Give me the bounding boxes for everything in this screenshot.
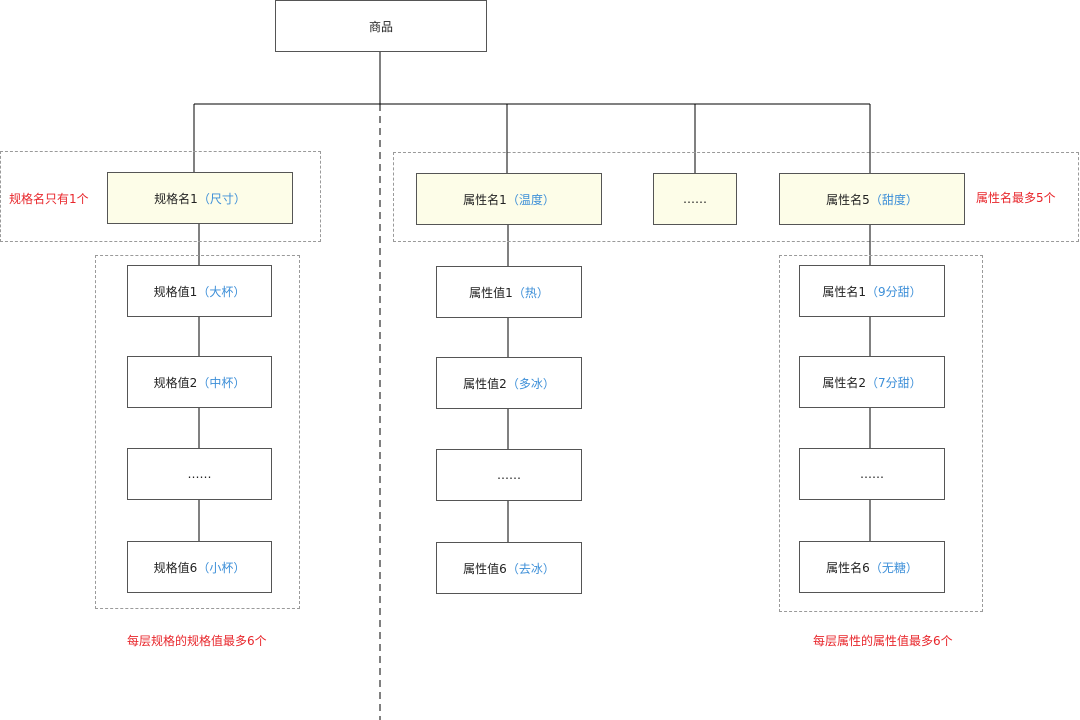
attr-value-node[interactable]: 属性值1（热） — [436, 266, 582, 318]
node-paren: （7分甜） — [866, 375, 922, 390]
node-paren: （中杯） — [197, 375, 246, 390]
spec-value-group — [95, 255, 300, 609]
attr-value-node[interactable]: 属性值6（去冰） — [436, 542, 582, 594]
node-paren: （去冰） — [506, 561, 555, 576]
root-label: 商品 — [368, 19, 393, 34]
node-label: …… — [497, 468, 521, 482]
attr-value-node[interactable]: 属性名6（无糖） — [799, 541, 945, 593]
node-label: …… — [683, 192, 707, 206]
attr-name-limit-note: 属性名最多5个 — [976, 191, 1056, 205]
attr-value-node[interactable]: 属性名1（9分甜） — [799, 265, 945, 317]
spec-value-ellipsis-node[interactable]: …… — [127, 448, 272, 500]
attr-value-node[interactable]: 属性值2（多冰） — [436, 357, 582, 409]
attr5-value-group — [779, 255, 983, 612]
attr-value-node[interactable]: 属性名2（7分甜） — [799, 356, 945, 408]
attr-name-node[interactable]: 属性名5（甜度） — [779, 173, 965, 225]
spec-value-node[interactable]: 规格值1（大杯） — [127, 265, 272, 317]
node-paren: （9分甜） — [866, 284, 922, 299]
node-label: 规格值2 — [153, 375, 198, 390]
node-label: 属性名5 — [826, 192, 870, 207]
root-node[interactable]: 商品 — [275, 0, 487, 52]
spec-name-limit-note: 规格名只有1个 — [9, 192, 89, 206]
spec-value-node[interactable]: 规格值2（中杯） — [127, 356, 272, 408]
node-paren: （小杯） — [197, 560, 246, 575]
node-label: …… — [860, 467, 884, 481]
spec-name-group — [0, 151, 321, 242]
attr-name-ellipsis-node[interactable]: …… — [653, 173, 737, 225]
node-label: 规格值6 — [153, 560, 198, 575]
node-label: 属性名1 — [463, 192, 507, 207]
attr-value-ellipsis-node[interactable]: …… — [799, 448, 945, 500]
node-label: …… — [187, 467, 212, 481]
node-paren: （尺寸） — [197, 191, 246, 206]
node-label: 属性名2 — [822, 375, 866, 390]
node-label: 属性名1 — [822, 284, 866, 299]
node-paren: （多冰） — [506, 376, 555, 391]
node-label: 规格值1 — [153, 284, 198, 299]
attr-value-ellipsis-node[interactable]: …… — [436, 449, 582, 501]
attr-value-limit-note: 每层属性的属性值最多6个 — [813, 634, 953, 648]
node-paren: （甜度） — [869, 192, 918, 207]
node-paren: （热） — [512, 285, 549, 300]
node-label: 属性值2 — [463, 376, 507, 391]
node-paren: （无糖） — [869, 560, 918, 575]
node-label: 属性名6 — [826, 560, 870, 575]
node-label: 属性值1 — [469, 285, 513, 300]
node-paren: （大杯） — [197, 284, 246, 299]
spec-name-node[interactable]: 规格名1（尺寸） — [107, 172, 293, 224]
node-label: 规格名1 — [154, 191, 198, 206]
spec-value-limit-note: 每层规格的规格值最多6个 — [127, 634, 267, 648]
node-label: 属性值6 — [463, 561, 507, 576]
node-paren: （温度） — [506, 192, 555, 207]
attr-name-node[interactable]: 属性名1（温度） — [416, 173, 602, 225]
spec-value-node[interactable]: 规格值6（小杯） — [127, 541, 272, 593]
attr-name-group — [393, 152, 1079, 242]
